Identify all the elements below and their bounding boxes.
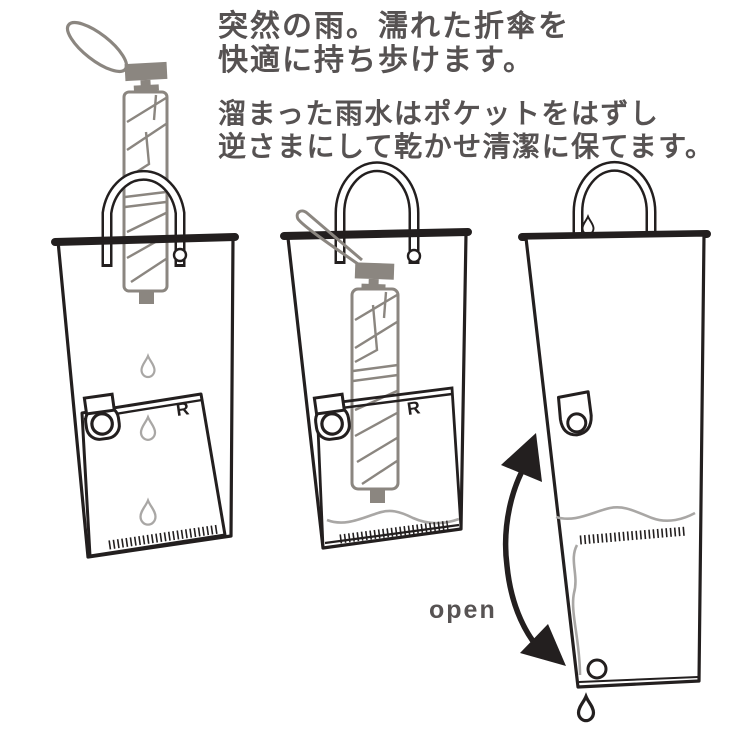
pocket-edge-wave <box>571 544 582 676</box>
bag-bottom-inner-line <box>578 676 699 683</box>
snap-button-icon <box>90 412 114 436</box>
snap-button-icon <box>586 658 608 680</box>
caption-intro: 突然の雨。濡れた折傘を 快適に持ち歩けます。 <box>218 10 570 78</box>
pocket-stitching <box>579 526 688 545</box>
illustration-step-2: R <box>280 161 472 550</box>
open-arrow-icon <box>501 433 566 666</box>
pocket-stitching <box>108 524 220 550</box>
bag-handle <box>334 161 422 264</box>
umbrella-handle-cap <box>354 262 395 291</box>
bag-top-bar <box>280 228 472 240</box>
bag-handle <box>101 169 188 267</box>
caption-drain-line2: 逆さまにして乾かせ清潔に保てます。 <box>218 131 715 162</box>
folded-umbrella-icon <box>65 20 169 304</box>
pocket-snap-tab <box>82 392 121 441</box>
water-drop-icon <box>139 497 157 526</box>
bag-outline <box>286 232 468 550</box>
water-drops <box>139 353 157 526</box>
pocket-snap-tab <box>312 392 351 441</box>
umbrella-strap-loop <box>65 20 129 74</box>
water-drop-icon <box>140 353 156 379</box>
bag-outline <box>524 233 706 689</box>
water-drop-icon <box>139 414 157 441</box>
bag-pocket: R <box>80 392 227 558</box>
bag-bottom-wave <box>555 506 696 522</box>
strap-ring-icon <box>581 213 595 236</box>
snap-button-icon <box>566 412 588 434</box>
caption-intro-line2: 快適に持ち歩けます。 <box>218 44 535 77</box>
caption-drain-line1: 溜まった雨水はポケットをはずし <box>218 98 660 129</box>
umbrella-strap-loop <box>295 209 363 266</box>
snap-button-icon <box>320 412 344 436</box>
illustration-step-1: R <box>51 20 239 559</box>
brand-logo: R <box>175 398 191 420</box>
folded-umbrella-icon <box>350 262 400 503</box>
opened-pocket <box>571 526 688 680</box>
bag-outline <box>56 236 235 559</box>
umbrella-stripe-pattern <box>352 291 399 486</box>
umbrella-tip <box>370 489 385 503</box>
open-label: open <box>429 596 497 624</box>
bag-snap-tab <box>556 390 593 437</box>
water-drop-icon <box>576 692 596 723</box>
umbrella-stripe-pattern <box>124 94 167 284</box>
water-level-wave <box>326 509 460 525</box>
illustration-step-3 <box>501 160 711 723</box>
handle-rivet-icon <box>406 248 422 264</box>
caption-drain: 溜まった雨水はポケットをはずし 逆さまにして乾かせ清潔に保てます。 <box>218 97 714 163</box>
umbrella-tip <box>139 291 154 304</box>
handle-rivet-icon <box>172 247 188 263</box>
caption-intro-line1: 突然の雨。濡れた折傘を <box>218 10 570 43</box>
brand-logo: R <box>406 397 422 419</box>
pocket-stitching <box>339 520 449 544</box>
umbrella-handle-cap <box>124 61 168 92</box>
bag-pocket: R <box>312 386 463 548</box>
